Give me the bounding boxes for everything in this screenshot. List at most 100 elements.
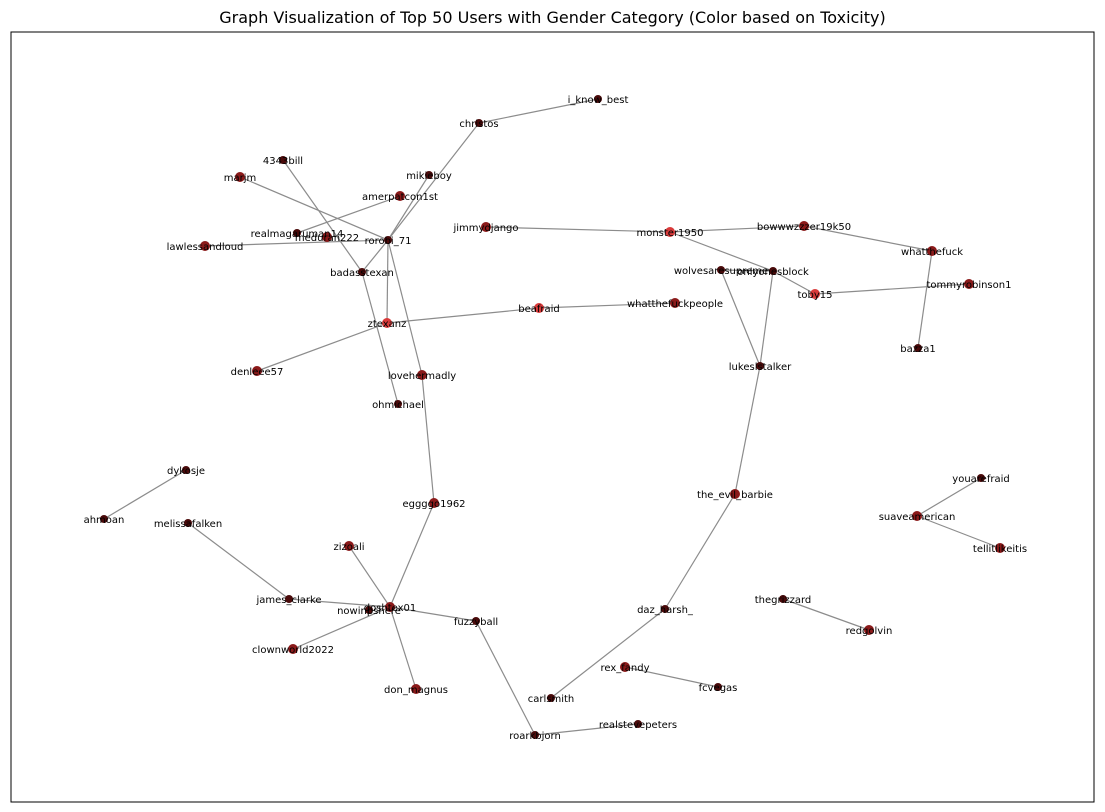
node-christos — [475, 119, 483, 127]
node-label-beafraid: beafraid — [518, 304, 560, 315]
node-thegrizzard — [779, 595, 787, 603]
node-beafraid — [534, 303, 544, 313]
node-label-the_evil_barbie: the_evil_barbie — [697, 490, 773, 501]
edge-marjm-rorobi_71 — [239, 176, 389, 241]
node-nowinpshere — [365, 606, 373, 614]
node-fuzzyball — [472, 617, 480, 625]
node-whatthefuck — [927, 246, 937, 256]
node-label-nowinpshere: nowinpshere — [337, 606, 401, 617]
node-onlyonesblock — [769, 267, 777, 275]
edge-wolvesaresupreme-lukeslstalker — [720, 269, 761, 367]
node-label-badasstexan: badasstexan — [330, 268, 394, 279]
edge-eggggo1962-doshtex01 — [389, 502, 435, 608]
edge-roarkbjorn-realstevepeters — [534, 723, 639, 736]
edge-doshtex01-fuzzyball — [389, 606, 477, 622]
node-label-dykosje: dykosje — [167, 466, 205, 477]
node-label-melissafalken: melissafalken — [154, 519, 222, 530]
edge-christos-i_know_best — [478, 98, 599, 124]
node-label-onlyonesblock: onlyonesblock — [737, 267, 809, 278]
node-label-thegrizzard: thegrizzard — [755, 595, 812, 606]
edge-onlyonesblock-toby15 — [772, 270, 816, 295]
node-denleee57 — [252, 366, 262, 376]
node-label-tellitlikeitis: tellitlikeitis — [973, 544, 1027, 555]
node-suaveamerican — [912, 511, 922, 521]
node-label-amerpatcon1st: amerpatcon1st — [362, 192, 438, 203]
node-don_magnus — [411, 684, 421, 694]
node-label-don_magnus: don_magnus — [384, 685, 448, 696]
edge-ztexanz-denleee57 — [256, 322, 388, 372]
edge-dykosje-ahmoan — [103, 469, 187, 520]
node-label-eggggo1962: eggggo1962 — [402, 499, 465, 510]
node-label-doshtex01: doshtex01 — [364, 603, 417, 614]
edges-layer — [103, 98, 1001, 736]
node-melissafalken — [184, 519, 192, 527]
edge-christos-rorobi_71 — [387, 122, 480, 241]
edge-rorobi_71-lovehermadly — [387, 239, 423, 376]
node-rex_fandy — [620, 662, 630, 672]
edge-rorobi_71-ztexanz — [386, 239, 389, 324]
node-toby15 — [810, 289, 820, 299]
node-redgolvin — [864, 625, 874, 635]
node-mikieboy — [425, 171, 433, 179]
node-label-ahmoan: ahmoan — [84, 515, 125, 526]
node-label-lawlessandloud: lawlessandloud — [167, 242, 244, 253]
node-james_clarke — [285, 595, 293, 603]
node-label-roarkbjorn: roarkbjorn — [509, 731, 561, 742]
node-whatthefuckpeople — [670, 298, 680, 308]
node-wolvesaresupreme — [717, 266, 725, 274]
node-lawlessandloud — [200, 241, 210, 251]
node-label-james_clarke: james_clarke — [255, 595, 321, 606]
node-label-toby15: toby15 — [797, 290, 832, 301]
node-label-bowwwzzzer19k50: bowwwzzzer19k50 — [757, 222, 851, 233]
edge-fuzzyball-roarkbjorn — [475, 620, 536, 736]
node-label-christos: christos — [459, 119, 498, 130]
node-label-mikieboy: mikieboy — [406, 171, 452, 182]
node-label-fcvegas: fcvegas — [699, 683, 738, 694]
node-label-realmagaruman14: realmagaruman14 — [251, 229, 344, 240]
node-label-redgolvin: redgolvin — [846, 626, 893, 637]
node-label-realstevepeters: realstevepeters — [599, 720, 677, 731]
node-ztexanz — [382, 318, 392, 328]
node-roarkbjorn — [531, 731, 539, 739]
edge-james_clarke-doshtex01 — [288, 598, 391, 608]
edge-beafraid-whatthefuckpeople — [538, 302, 676, 309]
edge-4343bill-badasstexan — [282, 159, 363, 273]
node-label-i_know_best: i_know_best — [568, 95, 629, 106]
edge-onlyonesblock-lukeslstalker — [759, 270, 774, 367]
edge-doshtex01-don_magnus — [389, 606, 417, 690]
node-lukeslstalker — [756, 362, 764, 370]
node-label-ztexanz: ztexanz — [368, 319, 407, 330]
node-amerpatcon1st — [395, 191, 405, 201]
node-jimmydjango — [481, 222, 491, 232]
node-bowwwzzzer19k50 — [799, 221, 809, 231]
node-ohmichael — [394, 400, 402, 408]
edge-the_evil_barbie-daz_harsh_ — [664, 493, 736, 610]
node-eggggo1962 — [429, 498, 439, 508]
node-rorobi_71 — [384, 236, 392, 244]
node-label-rex_fandy: rex_fandy — [600, 663, 649, 674]
node-tommyrobinson1 — [964, 279, 974, 289]
edge-lovehermadly-eggggo1962 — [421, 374, 435, 504]
node-label-marjm: marjm — [224, 173, 257, 184]
node-doshtex01 — [385, 602, 395, 612]
node-label-zizoali: zizoali — [333, 542, 364, 553]
edge-monster1950-onlyonesblock — [669, 231, 774, 272]
edge-toby15-tommyrobinson1 — [814, 283, 970, 295]
node-label-whatthefuckpeople: whatthefuckpeople — [627, 299, 723, 310]
edge-bowwwzzzer19k50-whatthefuck — [803, 225, 933, 252]
edge-daz_harsh_-carlsmith — [550, 608, 666, 699]
node-monster1950 — [665, 227, 675, 237]
node-label-suaveamerican: suaveamerican — [879, 512, 956, 523]
node-tellitlikeitis — [995, 543, 1005, 553]
node-marjm — [235, 172, 245, 182]
node-label-carlsmith: carlsmith — [528, 694, 575, 705]
node-badasstexan — [358, 268, 366, 276]
node-label-bazza1: bazza1 — [900, 344, 935, 355]
edge-ztexanz-beafraid — [386, 307, 540, 324]
node-fcvegas — [714, 683, 722, 691]
node-label-lovehermadly: lovehermadly — [388, 371, 456, 382]
edge-rorobi_71-badasstexan — [361, 239, 389, 273]
node-label-daz_harsh_: daz_harsh_ — [637, 605, 694, 616]
